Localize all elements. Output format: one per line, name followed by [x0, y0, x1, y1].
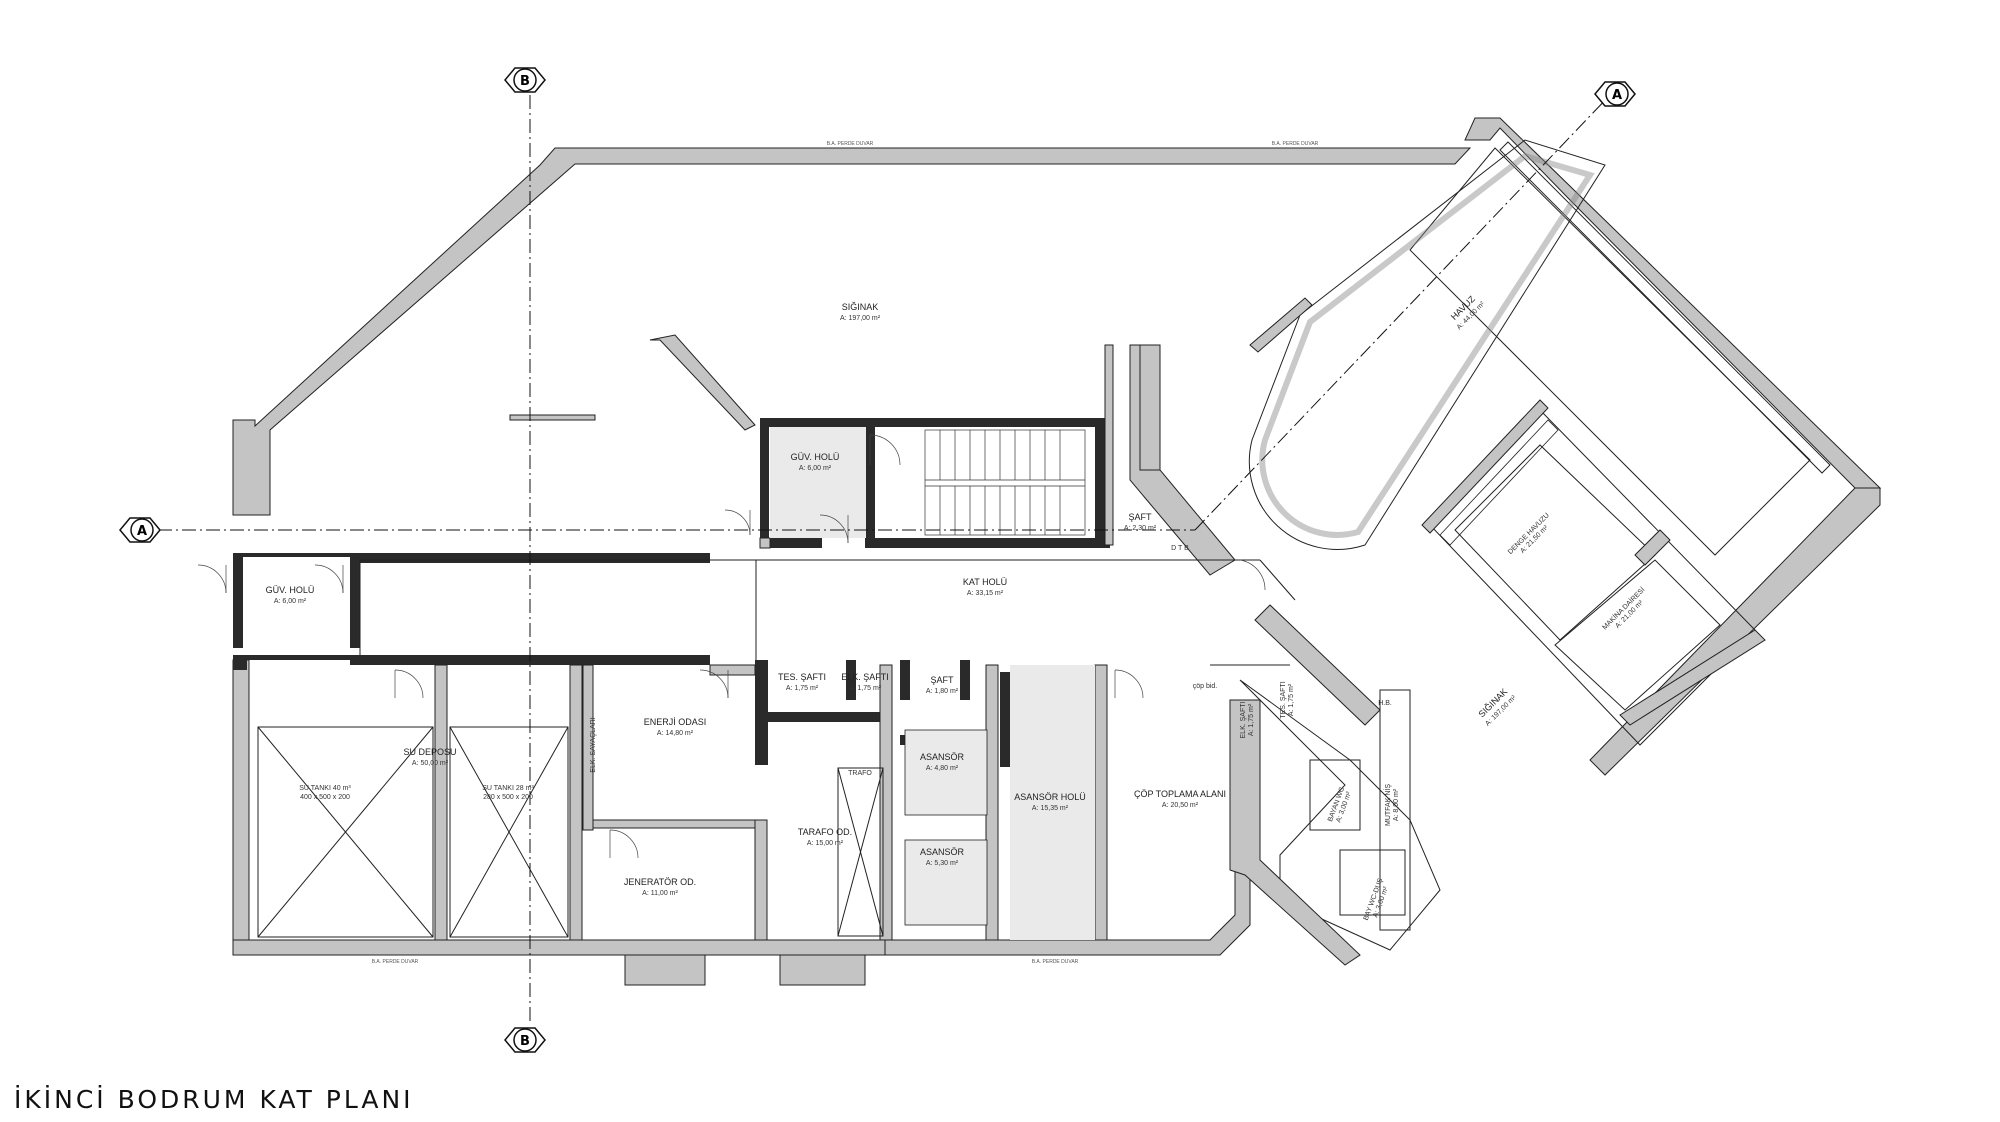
- asansor-1-shading: [904, 729, 988, 816]
- area-trafo-od: A: 15,00 m²: [807, 840, 844, 847]
- area-kat-holu: A: 33,15 m²: [967, 590, 1004, 597]
- guv-holu-shading: [770, 427, 866, 538]
- service-block: [1229, 604, 1441, 966]
- label-jenerator: JENERATÖR OD.: [624, 877, 696, 887]
- area-mutfak: A: 8,00 m²: [1393, 788, 1400, 821]
- wall-note-bottom-1: B.A. PERDE DUVAR: [372, 959, 419, 965]
- axis-a-label-left: A: [137, 524, 147, 539]
- label-su-tanki-2: SU TANKI 28 m³: [482, 785, 534, 792]
- wall-note-top-1: B.A. PERDE DUVAR: [827, 141, 874, 147]
- area-enerji-odasi: A: 14,80 m²: [657, 730, 694, 737]
- axis-b-label-top: B: [520, 74, 530, 89]
- area-asansor-holu: A: 15,35 m²: [1032, 805, 1069, 812]
- axis-b-marker-bottom: B: [504, 1027, 546, 1053]
- area-jenerator: A: 11,00 m²: [642, 890, 678, 897]
- label-elk-safti-r: ELK. ŞAFTI: [1240, 701, 1247, 738]
- area-asansor-2: A: 5,30 m²: [926, 860, 959, 867]
- label-elk-safti: ELK. ŞAFTI: [841, 672, 889, 682]
- axis-a-line: [158, 94, 1611, 531]
- label-elk-sayaclari: ELK. SAYAÇLARI: [590, 717, 597, 772]
- trafo-box: [837, 767, 884, 937]
- guv-holu-left-wall: [233, 553, 350, 557]
- area-guv-holu-top: A: 6,00 m²: [799, 465, 832, 472]
- label-mutfak: MUTFAK NİŞ: [1383, 784, 1392, 826]
- label-kat-holu: KAT HOLÜ: [963, 577, 1007, 587]
- staircase: [924, 429, 1086, 536]
- label-trafo: TRAFO: [848, 770, 872, 777]
- asansor-2-shading: [904, 839, 988, 926]
- water-tanks: [257, 726, 569, 938]
- label-su-deposu: SU DEPOSU: [403, 747, 456, 757]
- area-cop-toplama: A: 20,50 m²: [1162, 802, 1199, 809]
- core-light-walls: [434, 344, 1161, 986]
- label-tes-safti-r: TES. ŞAFTI: [1280, 681, 1287, 718]
- right-shelter: [1421, 399, 1766, 746]
- dims-su-tanki-2: 280 x 500 x 200: [483, 794, 533, 801]
- axis-a-marker-right: A: [1594, 81, 1636, 107]
- label-dtb: D T B: [1171, 545, 1189, 552]
- label-siginak-main: SIĞINAK: [842, 302, 879, 312]
- area-tes-safti: A: 1,75 m²: [786, 685, 819, 692]
- area-siginak-main: A: 197,00 m²: [840, 315, 881, 322]
- area-su-deposu: A: 50,00 m²: [412, 760, 449, 767]
- guv-holu-left-wall-2: [233, 655, 350, 660]
- area-tes-safti-r: A: 1,75 m²: [1288, 683, 1295, 716]
- area-elk-safti: A: 1,75 m²: [849, 685, 882, 692]
- pool-outline-inner: [1259, 152, 1595, 538]
- label-cop-toplama: ÇÖP TOPLAMA ALANI: [1134, 789, 1226, 799]
- axis-a-marker-left: A: [119, 517, 161, 543]
- label-guv-holu-top: GÜV. HOLÜ: [791, 452, 840, 462]
- inner-wall-b: [509, 414, 596, 421]
- corridor-lines: [359, 559, 1296, 666]
- outer-wall-bottom: [232, 939, 886, 956]
- axis-a-label-right: A: [1612, 88, 1622, 103]
- wall-note-bottom-2: B.A. PERDE DUVAR: [1032, 959, 1079, 965]
- label-hb: H.B.: [1378, 700, 1392, 707]
- inner-wall-c: [1249, 297, 1313, 353]
- asansor-holu-shading: [1010, 665, 1095, 940]
- axis-b-label-bottom: B: [520, 1034, 530, 1049]
- label-asansor-1: ASANSÖR: [920, 752, 965, 762]
- label-tes-safti: TES. ŞAFTI: [778, 672, 826, 682]
- label-asansor-holu: ASANSÖR HOLÜ: [1014, 792, 1086, 802]
- pool-outline: [1248, 139, 1606, 550]
- axis-b-marker-top: B: [504, 67, 546, 93]
- outer-wall-main: [232, 147, 1472, 516]
- door-swings: [197, 434, 1266, 859]
- area-saft-mid: A: 1,80 m²: [926, 688, 959, 695]
- area-elk-safti-r: A: 1,75 m²: [1248, 703, 1255, 736]
- area-saft-top: A: 2,30 m²: [1124, 525, 1157, 532]
- label-guv-holu-left: GÜV. HOLÜ: [266, 585, 315, 595]
- plan-title: İKİNCİ BODRUM KAT PLANI: [14, 1085, 414, 1114]
- wall-note-top-2: B.A. PERDE DUVAR: [1272, 141, 1319, 147]
- inner-wall-a: [649, 334, 756, 431]
- outer-wall-left: [232, 659, 250, 941]
- area-asansor-1: A: 4,80 m²: [926, 765, 959, 772]
- area-guv-holu-left: A: 6,00 m²: [274, 598, 307, 605]
- right-wing-walls: [1409, 117, 1882, 776]
- label-cop-bidonu: çöp bid.: [1193, 683, 1218, 690]
- label-enerji-odasi: ENERJİ ODASI: [644, 717, 707, 727]
- dims-su-tanki-1: 400 x 500 x 200: [300, 794, 350, 801]
- label-asansor-2: ASANSÖR: [920, 847, 965, 857]
- label-saft-mid: ŞAFT: [930, 675, 954, 685]
- label-saft-top: ŞAFT: [1128, 512, 1152, 522]
- label-su-tanki-1: SU TANKI 40 m³: [299, 785, 351, 792]
- label-trafo-od: TARAFO OD.: [798, 827, 852, 837]
